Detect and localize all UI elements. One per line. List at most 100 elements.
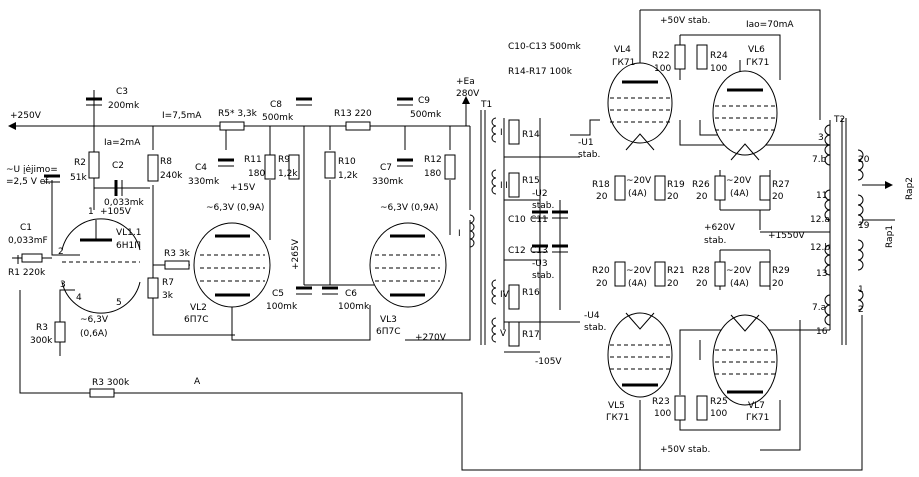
rail-u4: -U4 bbox=[584, 311, 600, 321]
label-r27: R27 bbox=[772, 180, 790, 190]
value-r18: 20 bbox=[596, 192, 608, 202]
t2-pin-20: 20 bbox=[858, 155, 870, 165]
resistor-r21 bbox=[654, 261, 666, 287]
capacitor-c11 bbox=[552, 210, 568, 219]
label-r2: R2 bbox=[74, 158, 86, 168]
capacitor-c7 bbox=[397, 158, 413, 167]
label-vl6: VL6 bbox=[748, 45, 765, 55]
label-vl3: VL3 bbox=[380, 315, 397, 325]
rail-u2-stab: stab. bbox=[532, 201, 554, 211]
value-c4: 330mk bbox=[188, 177, 220, 187]
value-r28: 20 bbox=[696, 279, 708, 289]
resistor-r10 bbox=[324, 151, 336, 179]
value-r10: 1,2k bbox=[338, 171, 358, 181]
value-c6: 100mk bbox=[338, 302, 370, 312]
value-r19: 20 bbox=[667, 192, 679, 202]
capacitor-c6 bbox=[322, 286, 338, 295]
tube-vl1 bbox=[61, 218, 141, 314]
t2-pin-2: 2 bbox=[858, 305, 864, 315]
heater-vl7-current: (4A) bbox=[730, 279, 749, 289]
rail-plus105: +105V bbox=[100, 207, 132, 217]
rail-plus50-top: +50V stab. bbox=[660, 16, 710, 26]
label-r22: R22 bbox=[652, 51, 670, 61]
value-c8: 500mk bbox=[262, 113, 294, 123]
resistor-r16 bbox=[508, 284, 520, 310]
current-ia: Ia=2mA bbox=[104, 138, 141, 148]
heater-vl4-current: (4A) bbox=[628, 189, 647, 199]
label-c11: C11 bbox=[530, 215, 548, 225]
label-vl7: VL7 bbox=[748, 401, 765, 411]
resistor-r23 bbox=[674, 395, 686, 421]
type-vl4: ГК71 bbox=[612, 58, 635, 68]
rail-ea-280: 280V bbox=[456, 89, 480, 99]
label-r9: R9 bbox=[278, 155, 290, 165]
type-vl7: ГК71 bbox=[746, 413, 769, 423]
resistor-r7 bbox=[147, 277, 159, 299]
tubes bbox=[61, 62, 778, 406]
t2-tap-12a: 12.a bbox=[810, 215, 830, 225]
label-c5: C5 bbox=[272, 289, 284, 299]
resistor-r28 bbox=[714, 261, 726, 287]
label-r5: R5* 3,3k bbox=[218, 109, 258, 119]
t2-tap-7b: 7.b bbox=[812, 155, 827, 165]
capacitor-c13 bbox=[552, 244, 568, 253]
load-rap2: Rap2 bbox=[905, 177, 915, 200]
value-c5: 100mk bbox=[266, 302, 298, 312]
label-r11: R11 bbox=[244, 155, 262, 165]
rail-plus265: +265V bbox=[291, 238, 301, 270]
value-r27: 20 bbox=[772, 192, 784, 202]
rail-u3: -U3 bbox=[532, 259, 548, 269]
label-r20: R20 bbox=[592, 266, 610, 276]
resistor-r12 bbox=[444, 154, 456, 180]
resistor-r25 bbox=[696, 395, 708, 421]
label-c7: C7 bbox=[380, 163, 392, 173]
label-r3-grid: R3 3k bbox=[164, 249, 191, 259]
type-vl3: 6П7С bbox=[376, 327, 401, 337]
rail-minus105: -105V bbox=[535, 357, 562, 367]
label-r28: R28 bbox=[692, 266, 710, 276]
heater-vl3: ~6,3V (0,9A) bbox=[380, 203, 438, 213]
capacitor-c12 bbox=[532, 244, 548, 253]
label-r1: R1 220k bbox=[8, 268, 46, 278]
capacitor-c10 bbox=[532, 210, 548, 219]
t2-pin-11: 11 bbox=[816, 191, 827, 201]
value-c9: 500mk bbox=[410, 110, 442, 120]
label-c12: C12 bbox=[508, 246, 526, 256]
label-c10: C10 bbox=[508, 215, 526, 225]
label-vl5: VL5 bbox=[608, 401, 625, 411]
value-r22: 100 bbox=[654, 64, 671, 74]
label-r26: R26 bbox=[692, 180, 710, 190]
label-r24: R24 bbox=[710, 51, 728, 61]
heater-vl5: ~20V bbox=[626, 266, 652, 276]
rail-plus1550: +1550V bbox=[768, 231, 805, 241]
resistor-r22 bbox=[674, 44, 686, 70]
label-r29: R29 bbox=[772, 266, 790, 276]
rail-plus620: +620V bbox=[704, 223, 736, 233]
capacitor-c5 bbox=[296, 286, 312, 295]
input-voltage-line2: =2,5 V ef. bbox=[6, 177, 51, 187]
rail-plus15: +15V bbox=[230, 183, 256, 193]
input-voltage-line1: ~U įėjimo= bbox=[6, 165, 58, 175]
rail-u2: -U2 bbox=[532, 189, 548, 199]
label-r18: R18 bbox=[592, 180, 610, 190]
pin-5: 5 bbox=[116, 298, 122, 308]
pin-2: 2 bbox=[58, 247, 64, 257]
resistor-r14 bbox=[508, 119, 520, 145]
t2-pin-3: 3 bbox=[818, 133, 824, 143]
t2-tap-12b: 12.b bbox=[810, 243, 830, 253]
value-r20: 20 bbox=[596, 279, 608, 289]
rail-plus250: +250V bbox=[10, 111, 42, 121]
t2-pin-16: 16 bbox=[816, 327, 828, 337]
t1-winding-iii: III bbox=[500, 181, 508, 191]
marker-a: A bbox=[194, 377, 201, 387]
heater-vl1-current: (0,6A) bbox=[80, 329, 108, 339]
tube-vl7 bbox=[712, 314, 778, 406]
t2-pin-1: 1 bbox=[858, 285, 864, 295]
label-r15: R15 bbox=[522, 176, 540, 186]
resistor-r9 bbox=[288, 154, 300, 180]
value-r23: 100 bbox=[654, 409, 671, 419]
rail-u1: -U1 bbox=[578, 138, 594, 148]
value-r8: 240k bbox=[160, 171, 183, 181]
t2-pin-13: 13 bbox=[816, 269, 827, 279]
